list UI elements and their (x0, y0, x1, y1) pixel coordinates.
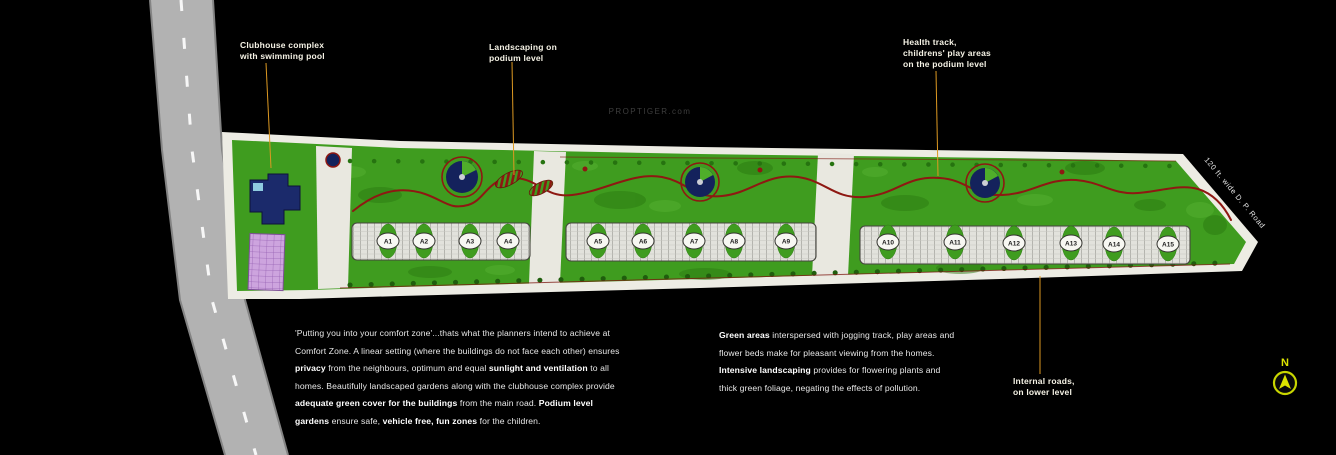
building-label-oval (376, 232, 400, 250)
building-marker-a3: A3 (458, 223, 482, 259)
building-marker-a13: A13 (1059, 225, 1083, 261)
building-label: A10 (882, 239, 894, 246)
building-label: A8 (730, 238, 739, 245)
podium-circle-1 (446, 161, 478, 193)
leader-line-landscaping (511, 61, 515, 176)
building-label-oval (586, 232, 610, 250)
building-label: A4 (504, 238, 513, 245)
building-label-oval (412, 232, 436, 250)
building-label-oval (774, 232, 798, 250)
walkway-gap-2 (812, 153, 854, 277)
building-label-oval (682, 232, 706, 250)
building-label-oval (496, 232, 520, 250)
building-marker-a6: A6 (631, 223, 655, 259)
building-label-oval (1002, 234, 1026, 252)
jogging-track (352, 156, 1232, 221)
road-center-line (179, 0, 258, 455)
walkway-gap-1 (529, 151, 566, 284)
building-marker-a10: A10 (876, 224, 900, 260)
walkway-clubhouse-plaza (316, 146, 352, 289)
callout-internal-roads: Internal roads, on lower level (1013, 376, 1075, 397)
compass-north-label: N (1281, 357, 1289, 369)
clubhouse-building (249, 173, 301, 225)
compass: N (1272, 357, 1298, 396)
building-label: A12 (1008, 240, 1020, 247)
building-marker-a7: A7 (682, 223, 706, 259)
building-marker-a2: A2 (412, 223, 436, 259)
building-label-oval (1102, 235, 1126, 253)
building-label: A2 (420, 238, 429, 245)
building-label-oval (1059, 234, 1083, 252)
leader-line-health-track (935, 70, 939, 177)
building-label: A15 (1162, 241, 1174, 248)
watermark: PROPTIGER.com (608, 107, 692, 116)
tree-row-bottom (347, 260, 1225, 288)
swimming-pool (253, 183, 263, 191)
building-label: A13 (1065, 240, 1077, 247)
description-right: Green areas interspersed with jogging tr… (719, 330, 955, 393)
podium-circle-small (325, 152, 341, 168)
building-label: A1 (384, 238, 393, 245)
track-markers (582, 166, 1065, 175)
building-marker-a12: A12 (1002, 225, 1026, 261)
parking-area (247, 232, 286, 292)
building-marker-a9: A9 (774, 223, 798, 259)
building-label: A7 (690, 238, 699, 245)
building-marker-a1: A1 (376, 223, 400, 259)
flower-beds (495, 169, 554, 197)
callout-clubhouse: Clubhouse complex with swimming pool (240, 40, 325, 61)
building-label-oval (631, 232, 655, 250)
building-label: A9 (782, 238, 791, 245)
building-label-oval (943, 233, 967, 251)
building-marker-a8: A8 (722, 223, 746, 259)
building-marker-a4: A4 (496, 223, 520, 259)
tree-row-top (347, 158, 1173, 169)
compass-arrow-icon (1279, 374, 1291, 389)
podium-edge-top (559, 156, 1177, 162)
building-marker-a15: A15 (1156, 226, 1180, 262)
building-markers: A1 A2 A3 A4 A5 A6 A7 A8 A9 A10 A11 A12 A… (376, 223, 1180, 262)
building-cluster-1 (351, 222, 531, 261)
callout-health-track: Health track, childrens' play areas on t… (903, 37, 991, 69)
building-label: A6 (639, 238, 648, 245)
podium-circle-3 (970, 168, 1000, 198)
building-marker-a11: A11 (943, 224, 967, 260)
podium-edge-bottom (339, 263, 1231, 289)
building-label: A3 (466, 238, 475, 245)
building-label: A11 (949, 239, 961, 246)
leader-line-clubhouse (265, 62, 272, 169)
building-label: A5 (594, 238, 603, 245)
building-marker-a14: A14 (1102, 226, 1126, 262)
description-left: 'Putting you into your comfort zone'...t… (295, 328, 620, 426)
callout-landscaping: Landscaping on podium level (489, 42, 557, 63)
building-label-oval (722, 232, 746, 250)
building-label: A14 (1108, 241, 1120, 248)
building-label-oval (1156, 235, 1180, 253)
podium-circle-2 (685, 167, 715, 197)
building-label-oval (876, 233, 900, 251)
building-label-oval (458, 232, 482, 250)
building-marker-a5: A5 (586, 223, 610, 259)
